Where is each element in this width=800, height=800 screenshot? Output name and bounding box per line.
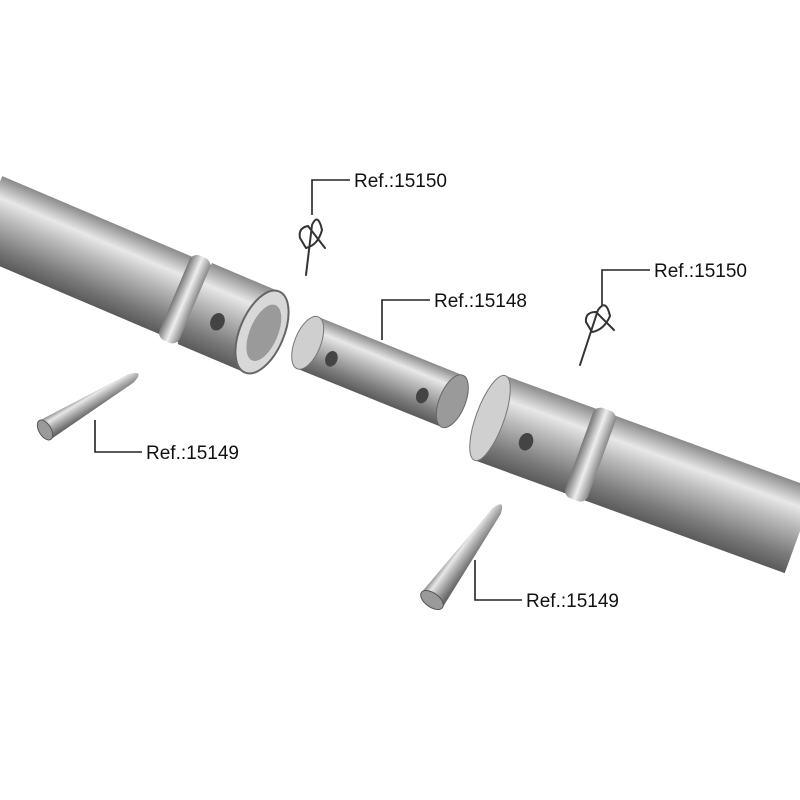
leader-pin-right (474, 560, 522, 601)
pin-hole (325, 351, 338, 367)
pin-hole (518, 432, 534, 451)
r-clip-top (298, 218, 326, 276)
label-clip-top: Ref.:15150 (354, 171, 447, 192)
right-pin (420, 504, 503, 611)
left-pin (36, 372, 139, 441)
connector-spigot (291, 315, 469, 429)
leader-clip-top (311, 179, 350, 215)
pin-hole (415, 387, 429, 404)
leader-connector (381, 299, 430, 340)
leader-clip-right (601, 269, 650, 305)
label-clip-right: Ref.:15150 (654, 261, 747, 282)
label-pin-left: Ref.:15149 (146, 443, 239, 464)
pin-hole (210, 313, 225, 331)
right-tube (469, 374, 800, 574)
label-connector: Ref.:15148 (434, 291, 527, 312)
left-tube (0, 176, 290, 375)
leader-pin-left (94, 420, 142, 453)
r-clip-right (579, 304, 615, 366)
label-pin-right: Ref.:15149 (526, 591, 619, 612)
